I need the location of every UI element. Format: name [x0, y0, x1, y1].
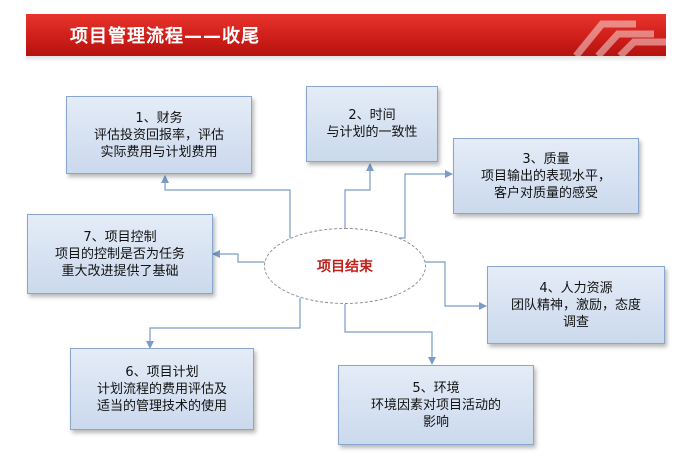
node-environment: 5、环境 环境因素对项目活动的 影响: [338, 365, 534, 445]
connector-control: [212, 250, 268, 263]
node-plan-title: 6、项目计划: [125, 364, 199, 380]
node-plan: 6、项目计划 计划流程的费用评估及 适当的管理技术的使用: [70, 348, 254, 430]
node-hr-line-2: 调查: [562, 314, 589, 330]
connector-hr: [420, 261, 487, 310]
connector-time: [344, 163, 374, 228]
node-finance: 1、财务 评估投资回报率，评估 实际费用与计划费用: [66, 96, 252, 174]
connector-finance: [161, 175, 291, 240]
node-hr-line-1: 团队精神，激励，态度: [510, 297, 641, 313]
connector-environment: [344, 304, 436, 365]
node-control-line-2: 重大改进提供了基础: [61, 263, 179, 279]
page-title: 项目管理流程——收尾: [70, 26, 260, 47]
node-time-title: 2、时间: [348, 108, 396, 123]
connector-plan: [146, 298, 301, 349]
center-label: 项目结束: [317, 259, 373, 275]
node-control-line-1: 项目的控制是否为任务: [54, 246, 185, 262]
node-quality-line-1: 项目输出的表现水平，: [480, 168, 611, 184]
node-time-line-1: 与计划的一致性: [326, 125, 418, 140]
logo-mark-icon: [573, 20, 666, 56]
node-time: 2、时间 与计划的一致性: [306, 86, 438, 162]
banner-shadow: [26, 56, 666, 62]
node-finance-line-2: 实际费用与计划费用: [100, 144, 218, 160]
node-environment-line-2: 影响: [422, 414, 449, 430]
node-control-title: 7、项目控制: [83, 229, 157, 245]
node-finance-title: 1、财务: [135, 110, 183, 126]
node-plan-line-1: 计划流程的费用评估及: [96, 381, 227, 397]
connector-quality: [395, 170, 453, 239]
node-hr: 4、人力资源 团队精神，激励，态度 调查: [487, 266, 665, 344]
node-quality-title: 3、质量: [522, 151, 570, 167]
node-quality-line-2: 客户对质量的感受: [493, 185, 598, 201]
node-quality: 3、质量 项目输出的表现水平， 客户对质量的感受: [453, 138, 639, 214]
node-environment-line-1: 环境因素对项目活动的: [370, 397, 501, 413]
node-hr-title: 4、人力资源: [539, 280, 613, 296]
node-control: 7、项目控制 项目的控制是否为任务 重大改进提供了基础: [27, 214, 213, 294]
center-node: 项目结束: [264, 228, 426, 304]
title-banner: 项目管理流程——收尾: [26, 14, 666, 56]
node-plan-line-2: 适当的管理技术的使用: [96, 398, 227, 414]
node-finance-line-1: 评估投资回报率，评估: [93, 127, 224, 143]
node-environment-title: 5、环境: [412, 380, 460, 396]
